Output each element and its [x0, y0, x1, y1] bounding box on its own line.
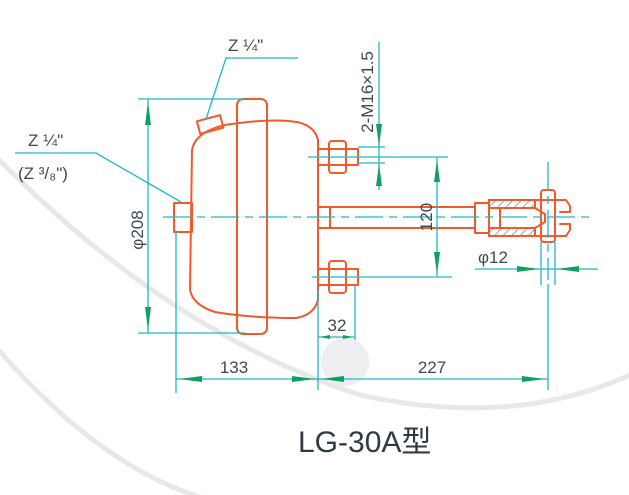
- dim-bolt-spacing-label: 120: [417, 203, 436, 231]
- dim-body-diameter-label: φ208: [128, 210, 147, 249]
- dim-rod-length-label: 227: [418, 358, 446, 377]
- clevis: [474, 189, 571, 243]
- side-port-label: Z ¼": [28, 131, 63, 150]
- bg-arc-upper: [0, 157, 629, 411]
- top-port: [195, 114, 225, 135]
- housing-outline: [189, 119, 319, 319]
- dim-pin-diameter-label: φ12: [478, 248, 508, 267]
- top-port-callout: Z ¼": [205, 36, 298, 120]
- top-port-label: Z ¼": [228, 36, 263, 55]
- side-port-alt-label: (Z ³/₈"): [18, 164, 68, 183]
- dim-body-diameter: φ208: [128, 98, 245, 334]
- dim-left-length-label: 133: [220, 358, 248, 377]
- dim-overall-lengths: 133 227: [175, 232, 549, 393]
- center-lines: [163, 156, 590, 280]
- dim-bolt-spacing: 120: [417, 157, 440, 277]
- background-arcs: [0, 157, 629, 495]
- dim-bolt-projection: 32: [317, 285, 356, 390]
- dim-pin-diameter: φ12: [475, 242, 598, 285]
- bg-dot: [321, 338, 369, 386]
- bg-arc-lower: [0, 347, 203, 495]
- thread-callout: 2-M16×1.5: [358, 42, 385, 190]
- thread-callout-label: 2-M16×1.5: [358, 51, 377, 133]
- dim-bolt-projection-label: 32: [328, 316, 347, 335]
- clevis-lock-nut: [474, 202, 490, 234]
- model-title: LG-30A型: [298, 426, 431, 459]
- side-port-callout: Z ¼" (Z ³/₈"): [15, 131, 182, 203]
